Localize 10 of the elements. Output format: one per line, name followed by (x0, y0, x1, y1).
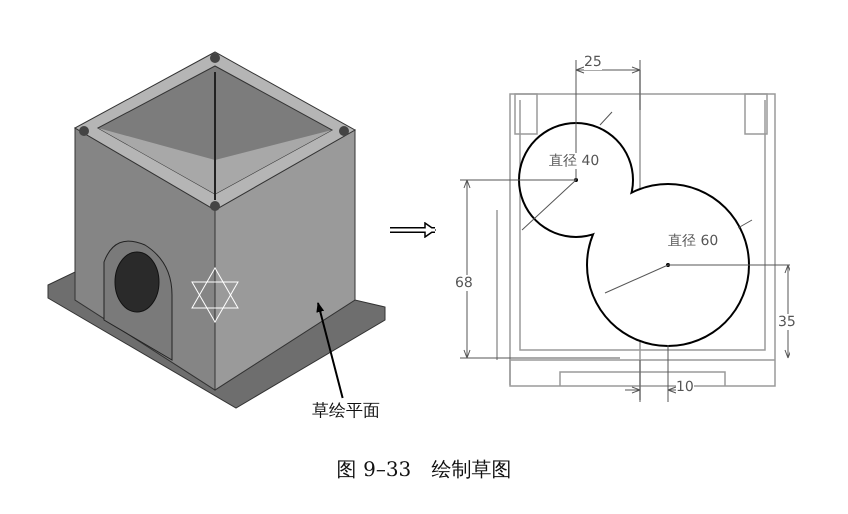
figure-caption: 图 9–33 绘制草图 (336, 456, 512, 483)
dimension-value: 68 (455, 275, 473, 291)
hollow-arrow (390, 222, 436, 238)
leader-line (316, 302, 344, 398)
diameter-dimension-label: 直径 60 (668, 233, 718, 249)
diameter-dimension-label: 直径 40 (549, 153, 600, 169)
dimension-value: 10 (676, 379, 694, 395)
dimension-value: 25 (584, 54, 602, 70)
dimension-value: 35 (778, 314, 796, 330)
part-label: 草绘平面 (300, 398, 392, 424)
